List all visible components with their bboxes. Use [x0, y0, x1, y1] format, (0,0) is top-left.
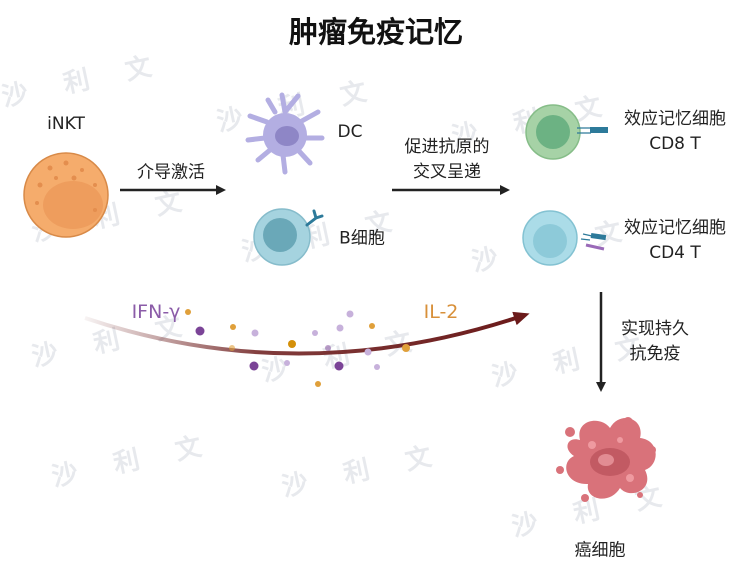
- tumor-label: 癌细胞: [574, 540, 626, 561]
- dc-label: DC: [337, 122, 363, 142]
- ifn-gamma-label: IFN-γ: [131, 301, 181, 323]
- b-cell-label: B细胞: [339, 228, 385, 249]
- cd8-label-line1: 效应记忆细胞: [624, 109, 726, 129]
- cytokine-dots: [185, 309, 410, 387]
- il2-label: IL-2: [423, 301, 459, 323]
- cd4-label-line1: 效应记忆细胞: [624, 218, 726, 238]
- page-title: 肿瘤免疫记忆: [288, 15, 464, 49]
- immunity-label-line2: 抗免疫: [629, 344, 681, 364]
- inkt-cell-icon: [23, 152, 109, 238]
- cd4-label-line2: CD4 T: [649, 243, 701, 263]
- inkt-label: iNKT: [47, 114, 85, 134]
- cd8-label: 效应记忆细胞 CD8 T: [624, 107, 726, 157]
- presentation-label-line1: 促进抗原的: [404, 137, 490, 157]
- presentation-label: 促进抗原的 交叉呈递: [405, 135, 490, 185]
- cd4-t-cell-icon: [522, 210, 607, 266]
- cd8-label-line2: CD8 T: [649, 134, 701, 154]
- cytokine-curve-arrow: [84, 311, 530, 356]
- activation-label: 介导激活: [137, 162, 205, 183]
- immunity-label-line1: 实现持久: [621, 319, 689, 339]
- immunity-label: 实现持久 抗免疫: [621, 317, 689, 367]
- b-cell-icon: [253, 208, 324, 266]
- presentation-label-line2: 交叉呈递: [413, 162, 481, 182]
- cd4-label: 效应记忆细胞 CD4 T: [624, 216, 726, 266]
- cd8-t-cell-icon: [525, 104, 608, 160]
- tumor-cell-icon: [556, 417, 656, 502]
- dendritic-cell-icon: [245, 92, 325, 175]
